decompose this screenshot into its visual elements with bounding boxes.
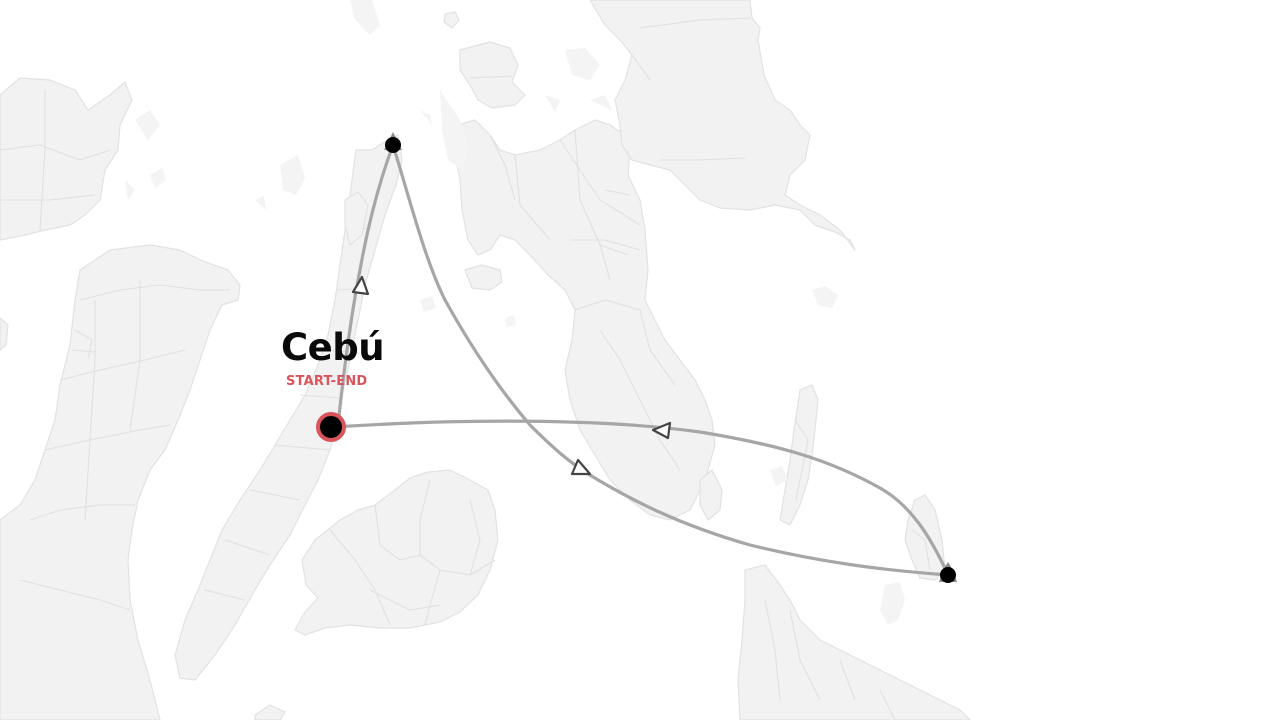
route-layer bbox=[329, 143, 950, 577]
route-cebu-to-north[interactable] bbox=[336, 143, 395, 427]
arrow-layer bbox=[351, 275, 672, 476]
route-north-to-east[interactable] bbox=[391, 143, 950, 577]
land-layer bbox=[0, 0, 971, 720]
stops-layer bbox=[316, 132, 957, 583]
island-cebu bbox=[174, 134, 403, 681]
route-east-to-cebu[interactable] bbox=[329, 419, 950, 577]
island-samar bbox=[589, 0, 856, 251]
stop-marker-north[interactable] bbox=[384, 132, 402, 153]
start-end-tag: START-END bbox=[286, 374, 368, 389]
island-negros bbox=[0, 244, 241, 720]
city-label-cebu: Cebú bbox=[281, 326, 385, 369]
island-biliran bbox=[459, 41, 526, 109]
stop-marker-east[interactable] bbox=[939, 562, 957, 583]
island-bohol bbox=[294, 469, 499, 636]
direction-arrow-north-icon bbox=[351, 275, 370, 296]
direction-arrow-west-icon bbox=[651, 421, 672, 440]
direction-arrow-southeast-icon bbox=[570, 458, 592, 476]
stop-marker-cebu-start-end[interactable] bbox=[316, 412, 346, 442]
island-mindanao bbox=[737, 564, 971, 720]
